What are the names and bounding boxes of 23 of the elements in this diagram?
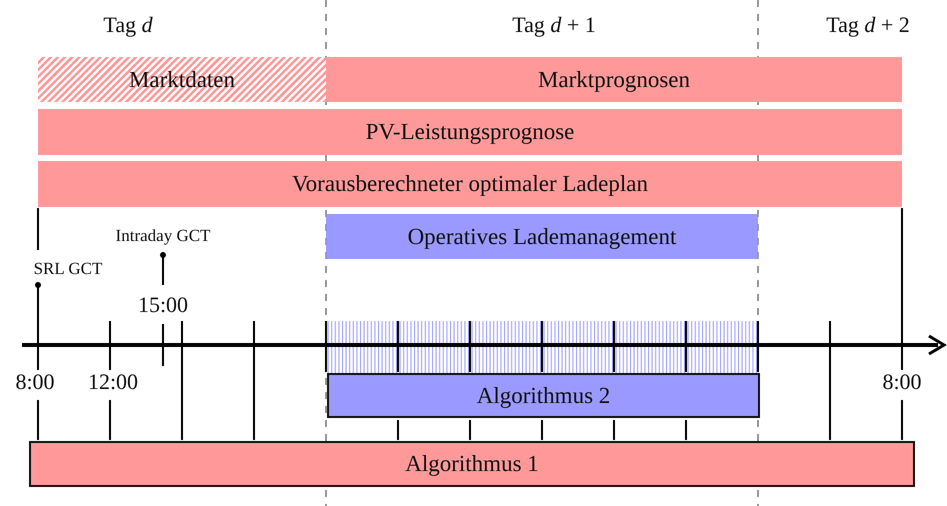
time-label: 15:00 [138,292,188,318]
event-label: Intraday GCT [116,226,210,246]
bar-label: PV-Leistungsprognose [366,119,574,145]
time-label: 8:00 [15,369,55,395]
event-label: SRL GCT [34,259,102,279]
timeline-bar [326,57,902,102]
algorithm-bar [327,373,760,418]
day-label: Tag d + 1 [512,12,596,38]
bar-label: Vorausberechneter optimaler Ladeplan [292,171,648,197]
time-label: 12:00 [88,369,138,395]
timeline-bar [38,57,326,102]
timeline-bar [38,109,902,155]
bar-label: Algorithmus 1 [405,451,539,477]
algorithm-bar [29,441,915,487]
day-label: Tag d [103,12,153,38]
bar-label: Marktdaten [128,66,235,92]
timeline-bar [326,214,758,259]
bar-label: Algorithmus 2 [476,382,610,408]
timeline-bar [38,161,902,207]
bar-label: Operatives Lademanagement [408,224,676,250]
time-label: 8:00 [882,369,922,395]
bar-label: Marktprognosen [538,66,690,92]
day-label: Tag d + 2 [826,12,910,38]
